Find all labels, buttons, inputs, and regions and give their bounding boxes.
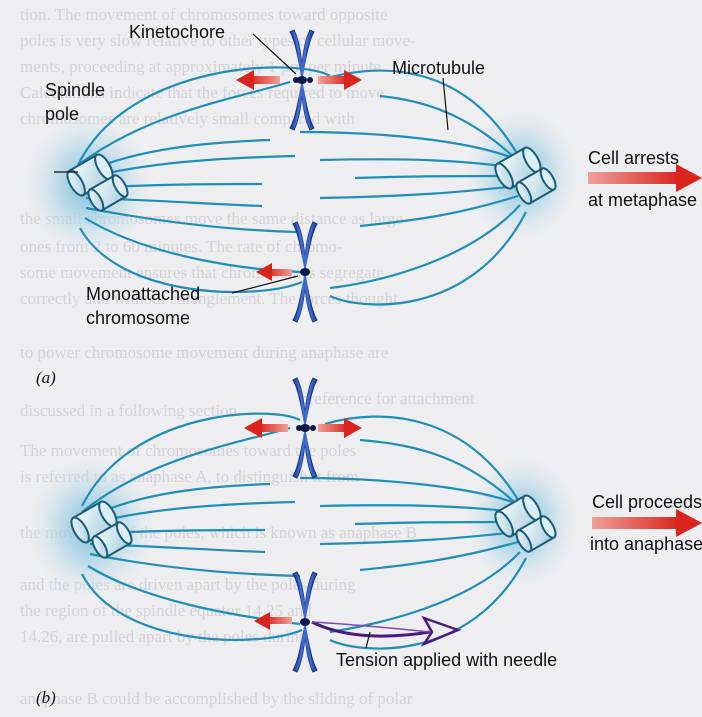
- spindle-pole-label-line2: pole: [45, 104, 80, 124]
- kinetochore-leader-line: [252, 33, 297, 75]
- monoattached-label-line2: chromosome: [86, 308, 191, 328]
- spindle-pole-label-line1: Spindle: [45, 80, 106, 100]
- microtubule-leader-line: [442, 77, 449, 131]
- panel-a: [18, 29, 702, 323]
- bg-line: ments, proceeding at approximately 1 µm …: [20, 57, 386, 76]
- bg-line: to power chromosome movement during anap…: [20, 343, 389, 362]
- bg-line: poles is very slow relative to other typ…: [20, 31, 416, 50]
- outcome-b-line1: Cell proceeds: [592, 492, 702, 512]
- microneedle: [311, 615, 462, 647]
- outcome-arrow-b: [592, 509, 702, 537]
- outcome-a-line1: Cell arrests: [588, 148, 680, 168]
- microtubule-label: Microtubule: [392, 58, 486, 78]
- bg-line: tion. The movement of chromosomes toward…: [20, 5, 388, 24]
- outcome-a-line2: at metaphase: [588, 190, 698, 210]
- outcome-arrow-a: [588, 164, 702, 192]
- outcome-b-line2: into anaphase: [590, 534, 702, 554]
- tension-leader-line: [365, 631, 371, 649]
- monoattached-arrow: [256, 263, 292, 281]
- tension-left-arrow: [254, 612, 292, 630]
- monoattached-leader-line: [231, 275, 299, 294]
- bg-line: preference for attachment: [300, 389, 475, 408]
- bg-line: anaphase B could be accomplished by the …: [20, 689, 413, 708]
- tension-label: Tension applied with needle: [336, 650, 558, 670]
- panel-b: [22, 377, 702, 673]
- monoattached-label-line1: Monoattached: [86, 284, 201, 304]
- bg-line: Calculations indicate that the forces re…: [20, 83, 384, 102]
- kinetochore-tension-arrows: [244, 418, 362, 438]
- bg-line: 14.26, are pulled apart by the poles dur…: [20, 627, 308, 646]
- kinetochore-tension-arrows: [236, 70, 362, 90]
- kinetochore-label: Kinetochore: [129, 22, 226, 42]
- panel-a-label: (a): [36, 368, 56, 387]
- panel-b-label: (b): [36, 688, 56, 707]
- bg-line: discussed in a following section.: [20, 401, 242, 420]
